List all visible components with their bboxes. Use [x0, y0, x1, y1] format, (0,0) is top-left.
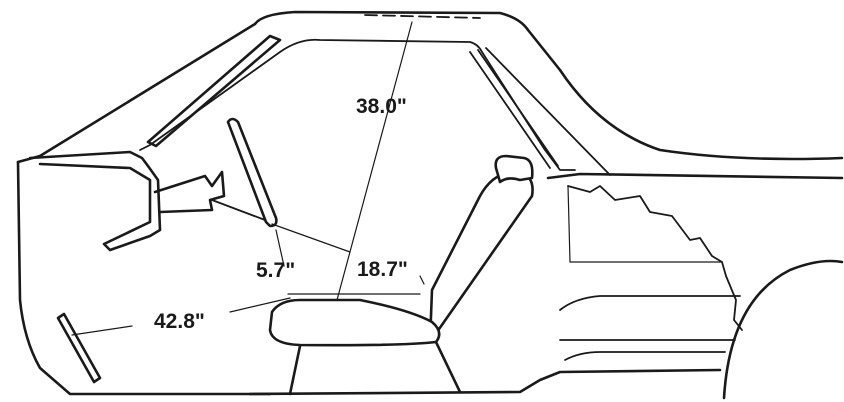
headrest — [494, 154, 534, 184]
driver-seat — [268, 154, 534, 396]
roofline — [16, 10, 844, 164]
legroom-line-left — [71, 325, 133, 336]
wheel-to-seat-line-2 — [419, 275, 425, 285]
steering-column — [153, 170, 226, 214]
seat-back — [428, 170, 534, 344]
headroom-label: 38.0" — [356, 95, 407, 118]
column-shaft — [211, 199, 266, 221]
dimension-lines — [71, 14, 481, 336]
dashboard-assembly — [28, 117, 278, 252]
rear-pillar — [469, 47, 611, 176]
legroom-label: 42.8" — [154, 310, 205, 333]
rear-wheel-arch — [722, 259, 844, 400]
windshield-frame — [146, 34, 282, 148]
wheel-to-seat-line — [271, 223, 351, 253]
seat-base — [288, 340, 462, 396]
beltline — [546, 172, 844, 180]
seat-cushion — [268, 298, 441, 347]
headroom-line — [336, 21, 413, 301]
floor — [248, 368, 722, 396]
headliner — [139, 38, 576, 171]
rear-trim — [559, 295, 741, 361]
car-body — [16, 10, 844, 400]
quarter-panel-line — [567, 185, 723, 263]
pedal — [56, 312, 102, 384]
wheel-height-line — [275, 229, 285, 267]
legroom-line-right — [229, 297, 291, 313]
dashboard — [28, 150, 162, 252]
quarter-cutaway — [567, 185, 743, 331]
steering-wheel — [226, 117, 278, 228]
wheel-to-seat-height-label: 5.7" — [256, 259, 295, 282]
headroom-dashes — [364, 14, 481, 19]
seat-to-wheel-label: 18.7" — [357, 258, 408, 281]
front-end — [16, 160, 272, 396]
